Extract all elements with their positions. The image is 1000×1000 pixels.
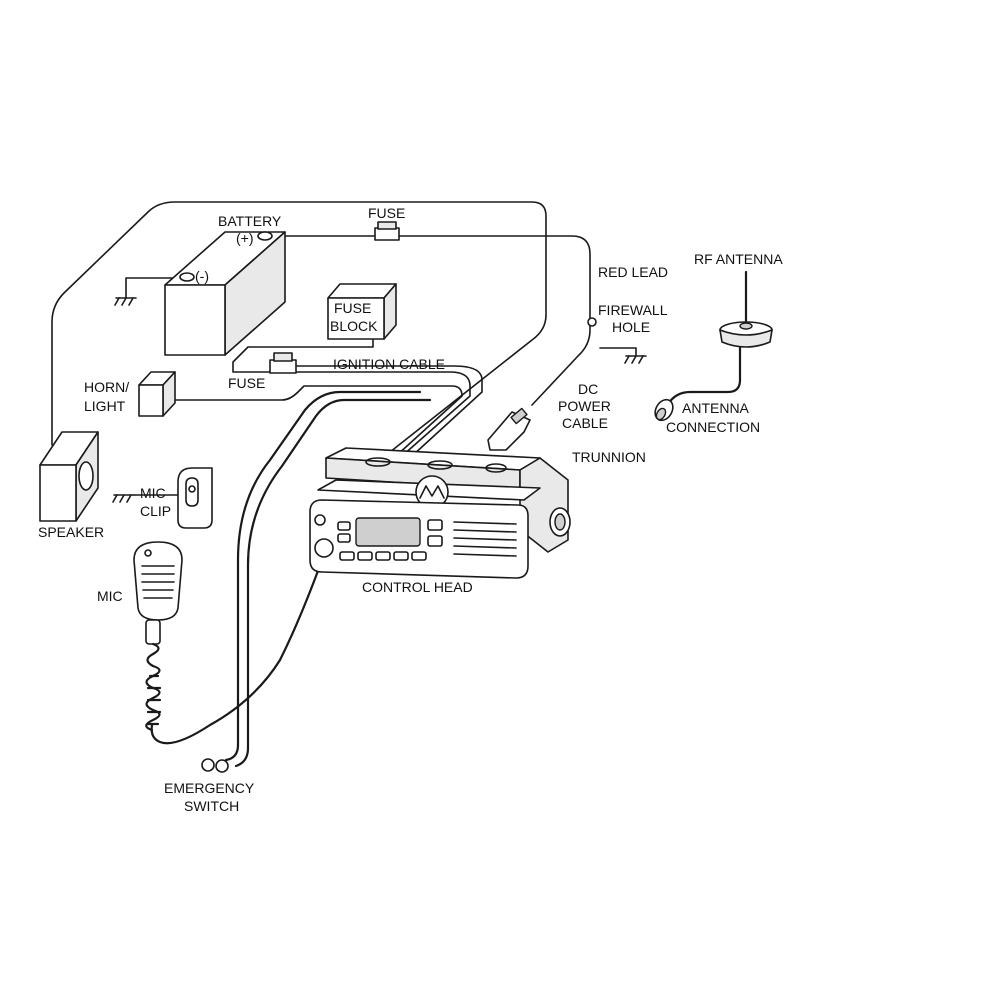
label-rf-antenna: RF ANTENNA (694, 251, 783, 267)
control-head-display (355, 517, 421, 547)
battery-front (164, 284, 226, 356)
emergency-switch (201, 758, 229, 773)
microphone (133, 541, 183, 732)
mic-clip (177, 467, 213, 529)
horn-front (138, 384, 164, 417)
label-firewall: FIREWALL (598, 302, 668, 318)
label-control-head: CONTROL HEAD (362, 579, 473, 595)
firewall-hole (587, 317, 597, 327)
label-mic-clip-2: CLIP (140, 503, 171, 519)
mic-coil-cord (145, 642, 162, 732)
speaker-cable (51, 201, 547, 453)
speaker (39, 431, 99, 522)
mic-jack (314, 538, 334, 558)
red-lead-wire (267, 235, 591, 406)
label-trunnion: TRUNNION (572, 449, 646, 465)
label-red-lead: RED LEAD (598, 264, 668, 280)
label-horn: HORN/ (84, 379, 129, 395)
fuse-body (269, 359, 297, 374)
fuse-ignition (269, 352, 297, 374)
label-dc: DC (578, 381, 598, 397)
antenna-cable (666, 343, 742, 406)
mic-body (133, 541, 183, 621)
label-switch: SWITCH (184, 798, 239, 814)
label-battery: BATTERY (218, 213, 282, 229)
emergency-cable (224, 390, 422, 762)
antenna-base (719, 329, 773, 348)
labels: BATTERY (+) (-) FUSE RED LEAD RF ANTENNA… (38, 205, 783, 814)
fuse-block-wire (232, 334, 471, 457)
battery-positive-terminal (257, 231, 273, 241)
fuse-inline-top (374, 221, 400, 241)
fuse-block-front (327, 297, 385, 340)
mic-strain-relief (145, 619, 161, 645)
battery-ground-wire (125, 277, 179, 299)
speaker-cone (78, 461, 94, 491)
speaker-front (39, 464, 77, 522)
fuse-cap (377, 221, 397, 230)
label-light: LIGHT (84, 398, 126, 414)
dc-power-connector (487, 407, 531, 451)
horn-light (138, 371, 176, 417)
label-battery-negative: (-) (195, 268, 209, 284)
antenna-connector (654, 398, 674, 422)
ground-icon (114, 297, 137, 306)
label-battery-positive: (+) (236, 230, 254, 246)
trunnion-slots (365, 457, 507, 473)
mobile-radio (309, 447, 571, 579)
horn-wire (174, 385, 463, 457)
firewall-ground-wire (599, 347, 637, 357)
label-fuse-block-2: BLOCK (330, 318, 378, 334)
label-emergency: EMERGENCY (164, 780, 255, 796)
label-cable: CABLE (562, 415, 608, 431)
mic-grille (141, 565, 175, 599)
wiring (51, 201, 742, 768)
ground-icon (112, 494, 179, 503)
mic-cable (150, 558, 324, 745)
label-antenna: ANTENNA (682, 400, 750, 416)
power-button-icon (314, 514, 326, 526)
control-head-speaker-grille (453, 521, 517, 557)
rf-antenna (719, 270, 773, 348)
battery (164, 231, 286, 356)
battery-negative-terminal (179, 272, 195, 282)
label-fuse-ignition: FUSE (228, 375, 265, 391)
ground-icon (624, 355, 647, 364)
label-fuse-block-1: FUSE (334, 300, 371, 316)
ignition-fuse-wire (296, 365, 483, 457)
ground-symbols (112, 297, 647, 503)
label-mic: MIC (97, 588, 123, 604)
label-fuse-top: FUSE (368, 205, 405, 221)
fuse-cap (273, 352, 293, 362)
label-ignition-cable: IGNITION CABLE (333, 356, 445, 372)
fuse-block (327, 283, 397, 340)
label-connection: CONNECTION (666, 419, 760, 435)
label-firewall-hole: HOLE (612, 319, 650, 335)
trunnion-knob-center (554, 513, 566, 531)
emergency-cable-inner (234, 398, 432, 768)
label-speaker: SPEAKER (38, 524, 104, 540)
label-mic-clip-1: MIC (140, 485, 166, 501)
control-head-buttons (337, 519, 443, 561)
antenna-mount (739, 322, 753, 330)
label-power: POWER (558, 398, 611, 414)
mic-logo-icon (144, 549, 152, 557)
